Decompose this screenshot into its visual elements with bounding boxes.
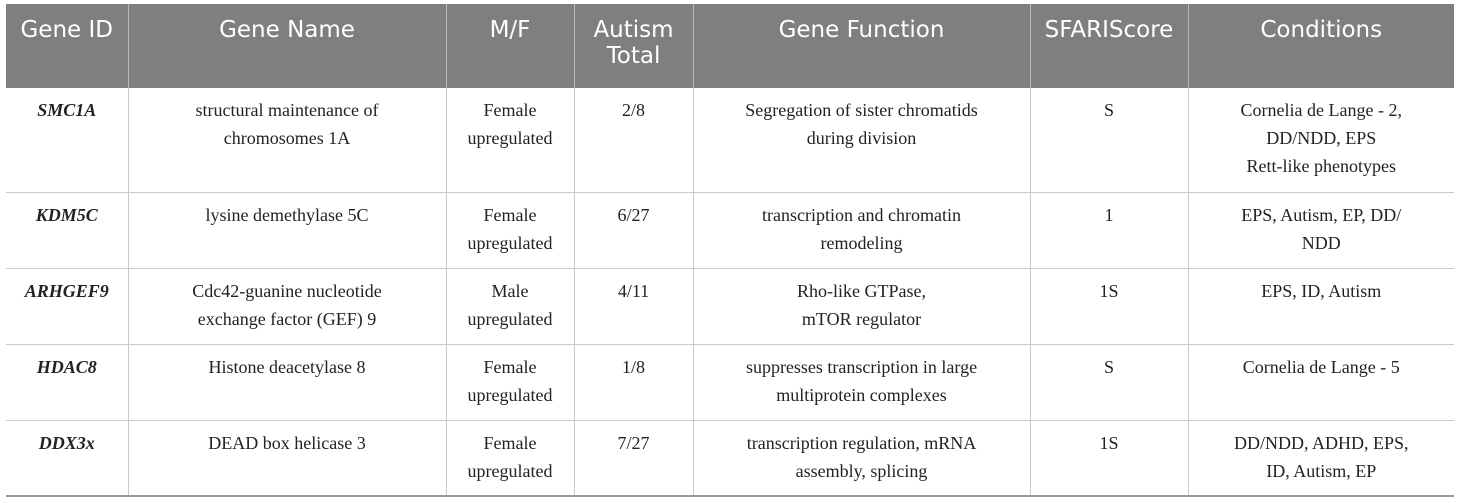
cell-mf: Female upregulated (445, 344, 574, 420)
cell-conditions: Cornelia de Lange - 2, DD/NDD, EPS Rett-… (1187, 88, 1454, 192)
table-row: KDM5C lysine demethylase 5C Female upreg… (6, 192, 1454, 268)
table-row: DDX3x DEAD box helicase 3 Female upregul… (6, 420, 1454, 496)
cell-mf: Female upregulated (445, 192, 574, 268)
cell-conditions: EPS, Autism, EP, DD/ NDD (1187, 192, 1454, 268)
cell-autism-total: 6/27 (573, 192, 693, 268)
cell-mf: Female upregulated (445, 88, 574, 192)
cell-autism-total: 4/11 (573, 268, 693, 344)
cell-gene-id: DDX3x (38, 432, 95, 453)
table-row: SMC1A structural maintenance of chromoso… (6, 88, 1454, 192)
cell-gene-name: lysine demethylase 5C (127, 192, 446, 268)
cell-gene-function: transcription regulation, mRNA assembly,… (692, 420, 1030, 496)
cell-gene-function: Rho-like GTPase, mTOR regulator (692, 268, 1030, 344)
cell-conditions: EPS, ID, Autism (1187, 268, 1454, 344)
table-body: SMC1A structural maintenance of chromoso… (6, 88, 1454, 496)
cell-mf: Female upregulated (445, 420, 574, 496)
cell-gene-id: ARHGEF9 (24, 280, 109, 301)
cell-gene-function: suppresses transcription in large multip… (692, 344, 1030, 420)
header-conditions: Conditions (1187, 4, 1454, 88)
cell-autism-total: 2/8 (573, 88, 693, 192)
gene-table: Gene ID Gene Name M/F Autism Total Gene … (6, 4, 1454, 497)
table-header: Gene ID Gene Name M/F Autism Total Gene … (6, 4, 1454, 88)
cell-gene-name: Histone deacetylase 8 (127, 344, 446, 420)
header-gene-name: Gene Name (127, 4, 446, 88)
cell-gene-function: transcription and chromatin remodeling (692, 192, 1030, 268)
cell-gene-function: Segregation of sister chromatids during … (692, 88, 1030, 192)
cell-gene-name: structural maintenance of chromosomes 1A (127, 88, 446, 192)
cell-gene-id: SMC1A (37, 100, 97, 120)
cell-mf: Male upregulated (445, 268, 574, 344)
table-row: ARHGEF9 Cdc42-guanine nucleotide exchang… (6, 268, 1454, 344)
cell-sfari-score: 1 (1029, 192, 1188, 268)
cell-conditions: DD/NDD, ADHD, EPS, ID, Autism, EP (1187, 420, 1454, 496)
cell-conditions: Cornelia de Lange - 5 (1187, 344, 1454, 420)
header-sfari-score: SFARIScore (1029, 4, 1188, 88)
header-autism-total: Autism Total (573, 4, 693, 88)
cell-sfari-score: 1S (1029, 420, 1188, 496)
header-mf: M/F (445, 4, 574, 88)
cell-sfari-score: 1S (1029, 268, 1188, 344)
cell-gene-id: HDAC8 (36, 356, 97, 377)
cell-gene-name: Cdc42-guanine nucleotide exchange factor… (127, 268, 446, 344)
cell-autism-total: 7/27 (573, 420, 693, 496)
header-gene-function: Gene Function (692, 4, 1030, 88)
cell-sfari-score: S (1029, 344, 1188, 420)
cell-autism-total: 1/8 (573, 344, 693, 420)
cell-gene-id: KDM5C (35, 204, 98, 225)
cell-gene-name: DEAD box helicase 3 (127, 420, 446, 496)
cell-sfari-score: S (1029, 88, 1188, 192)
table-row: HDAC8 Histone deacetylase 8 Female upreg… (6, 344, 1454, 420)
header-gene-id: Gene ID (20, 17, 113, 43)
header-row: Gene ID Gene Name M/F Autism Total Gene … (6, 4, 1454, 88)
